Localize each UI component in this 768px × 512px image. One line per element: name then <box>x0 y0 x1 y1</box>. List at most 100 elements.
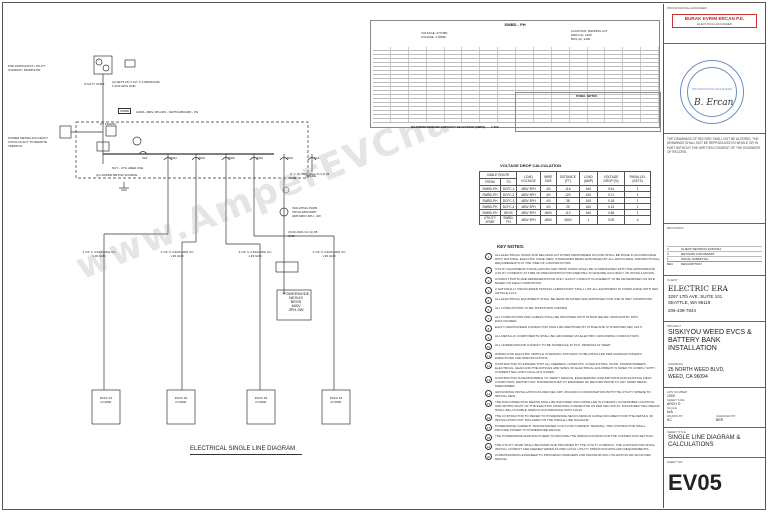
panel-schedule-row <box>373 63 659 67</box>
panel-schedule-row <box>373 83 659 87</box>
info-key: SCALE <box>667 406 677 410</box>
feeder-1-label: 2 1/2" C 4 #4/0 AWG CU 1 #2 GND <box>82 250 116 258</box>
panel-schedule-row <box>373 107 659 111</box>
vd-cell: 480V 3PH <box>516 215 541 225</box>
company-name: ELECTRIC ERA <box>668 284 728 293</box>
panel-bus: BUS (A): 1200 <box>571 37 591 41</box>
charger-box-2 <box>166 389 196 425</box>
isolating-xfmr-label: ISOLATING XFMR 75KVA 480V/208Y 208V/480V… <box>292 206 321 218</box>
key-note-text: EACH UNGROUNDED CONDUCTOR SHALL BE IDENT… <box>495 325 643 329</box>
key-note-number: 3 <box>485 277 492 284</box>
voltage-drop-table: CABLE ROUTE LOAD VOLTAGE WIRE SIZE DISTA… <box>478 171 651 225</box>
key-note-number: 11 <box>485 352 492 359</box>
panel-schedule-row <box>373 71 659 75</box>
vd-header: LOAD VOLTAGE <box>516 171 541 186</box>
key-note-number: 17 <box>485 424 492 431</box>
single-line-diagram <box>59 55 351 425</box>
key-note-number: 15 <box>485 400 492 407</box>
vd-cell: SWBD-PH <box>499 215 518 225</box>
disclaimer-text: THE DRAWINGS OF RECORD SHALL NOT BE ALTE… <box>667 137 760 154</box>
sheet-title-label: SHEET TITLE <box>667 430 686 434</box>
vd-header: VOLTAGE DROP (%) <box>596 171 626 186</box>
info-key: SHEET SIZE <box>667 398 685 402</box>
panel-schedule-row <box>373 95 659 99</box>
panel-schedule-row <box>373 55 659 59</box>
project-address-2: WEED, CA 96094 <box>668 374 708 380</box>
key-note-text: GROUNDING INSTALLATION AS PER NEC ART. 2… <box>495 390 651 398</box>
key-note-text: CONDUIT PATHS ARE REPRESENTATIVE ONLY. E… <box>495 277 655 285</box>
charger-box-1 <box>91 389 121 425</box>
key-note-number: 2 <box>485 267 492 274</box>
utility-transformer-symbol <box>93 55 113 75</box>
panel-schedule-row <box>373 99 659 103</box>
panel-voltage: VOLTAGE: 277/480 <box>421 31 448 35</box>
key-note-number: 1 <box>485 253 492 260</box>
engineer-seal: PROFESSIONAL ENGINEER <box>680 60 744 124</box>
feeder-top-label: 2" C (3) #500 AWG CU (1) #4 GND <box>290 172 330 180</box>
vd-cell: 4 <box>624 215 651 225</box>
vd-header: LOAD (AMP) <box>579 171 598 186</box>
vd-group-header: CABLE ROUTE <box>478 171 518 179</box>
meter-note: (2) HOWER METOR SOURCE <box>96 173 138 177</box>
key-note-text: CONTRACTOR TO ENSURE THAT ALL FEEDERS, C… <box>495 362 655 374</box>
info-value: BER <box>716 418 724 422</box>
voltage-drop-title: VOLTAGE DROP CALCULATION <box>500 163 562 168</box>
key-note-text: THE DISCONNECTING MEANS SHALL BE PROVIDE… <box>495 400 660 412</box>
key-note-number: 13 <box>485 376 492 383</box>
panel-schedule-row <box>373 87 659 91</box>
seal-section: PROFESSIONAL ENGINEER B. Ercan <box>664 44 765 134</box>
powernode-box <box>276 289 312 321</box>
charger-box-4 <box>321 389 351 425</box>
key-note-text: POWERNODE CURRENT TRANSFORMER COILS FOR … <box>495 424 646 432</box>
key-note-number: 4 <box>485 287 492 294</box>
panel-schedule-row <box>373 119 659 123</box>
bess-disconnect-symbol <box>279 207 289 217</box>
company-address-2: SEATTLE, WA 98119 <box>668 300 711 305</box>
disclaimer-section: THE DRAWINGS OF RECORD SHALL NOT BE ALTE… <box>664 134 765 224</box>
key-note-number: 10 <box>485 343 492 350</box>
powernode-label: POWERNODE NEXUS BESS 480V 3PH-3W <box>282 291 310 312</box>
service-conductor-label: (4) SETS OF 3 1/2" C 4 #500KCMIL 1 #1/0 … <box>112 80 160 88</box>
feeder-4-label: 2 1/2" C 4 #4/0 AWG CU 1 #2 GND <box>312 250 346 258</box>
breaker-6-label: 200A <box>286 156 294 160</box>
breaker-3-label: 200A <box>198 156 206 160</box>
firm-logo: BURAK EVRIM ERCAN P.E. ELECTRICAL ENGINE… <box>672 14 757 28</box>
vd-cell: UTILITY XFMR <box>479 215 501 225</box>
key-note-text: THE CONTRACTOR TO REFER TO POWERNODE NEX… <box>495 414 654 422</box>
key-note-text: WIRING FOR ELECTRIC VEHICLE CHARGING STA… <box>495 352 642 360</box>
panel-location: LOCATION: PARKING LOT <box>571 29 608 33</box>
panel-phase: 3 PHASE, 4 WIRE <box>421 35 446 39</box>
utility-xfmr-label: UTILITY XFMR <box>84 82 105 86</box>
key-note-number: 20 <box>485 453 492 460</box>
client-label: CLIENT <box>667 278 678 282</box>
vd-cell: 4500 <box>555 215 581 225</box>
panel-schedule-row <box>373 75 659 79</box>
panel-schedule-row <box>373 59 659 63</box>
sheet-title: SINGLE LINE DIAGRAM & CALCULATIONS <box>668 435 741 448</box>
cabinet-note: NCT - UTIL ARED USE <box>112 166 144 170</box>
breaker-5-label: 200A <box>256 156 264 160</box>
breaker-4-label: 200A <box>228 156 236 160</box>
engineer-label: PROFESSIONAL ENGINEER <box>667 6 707 10</box>
